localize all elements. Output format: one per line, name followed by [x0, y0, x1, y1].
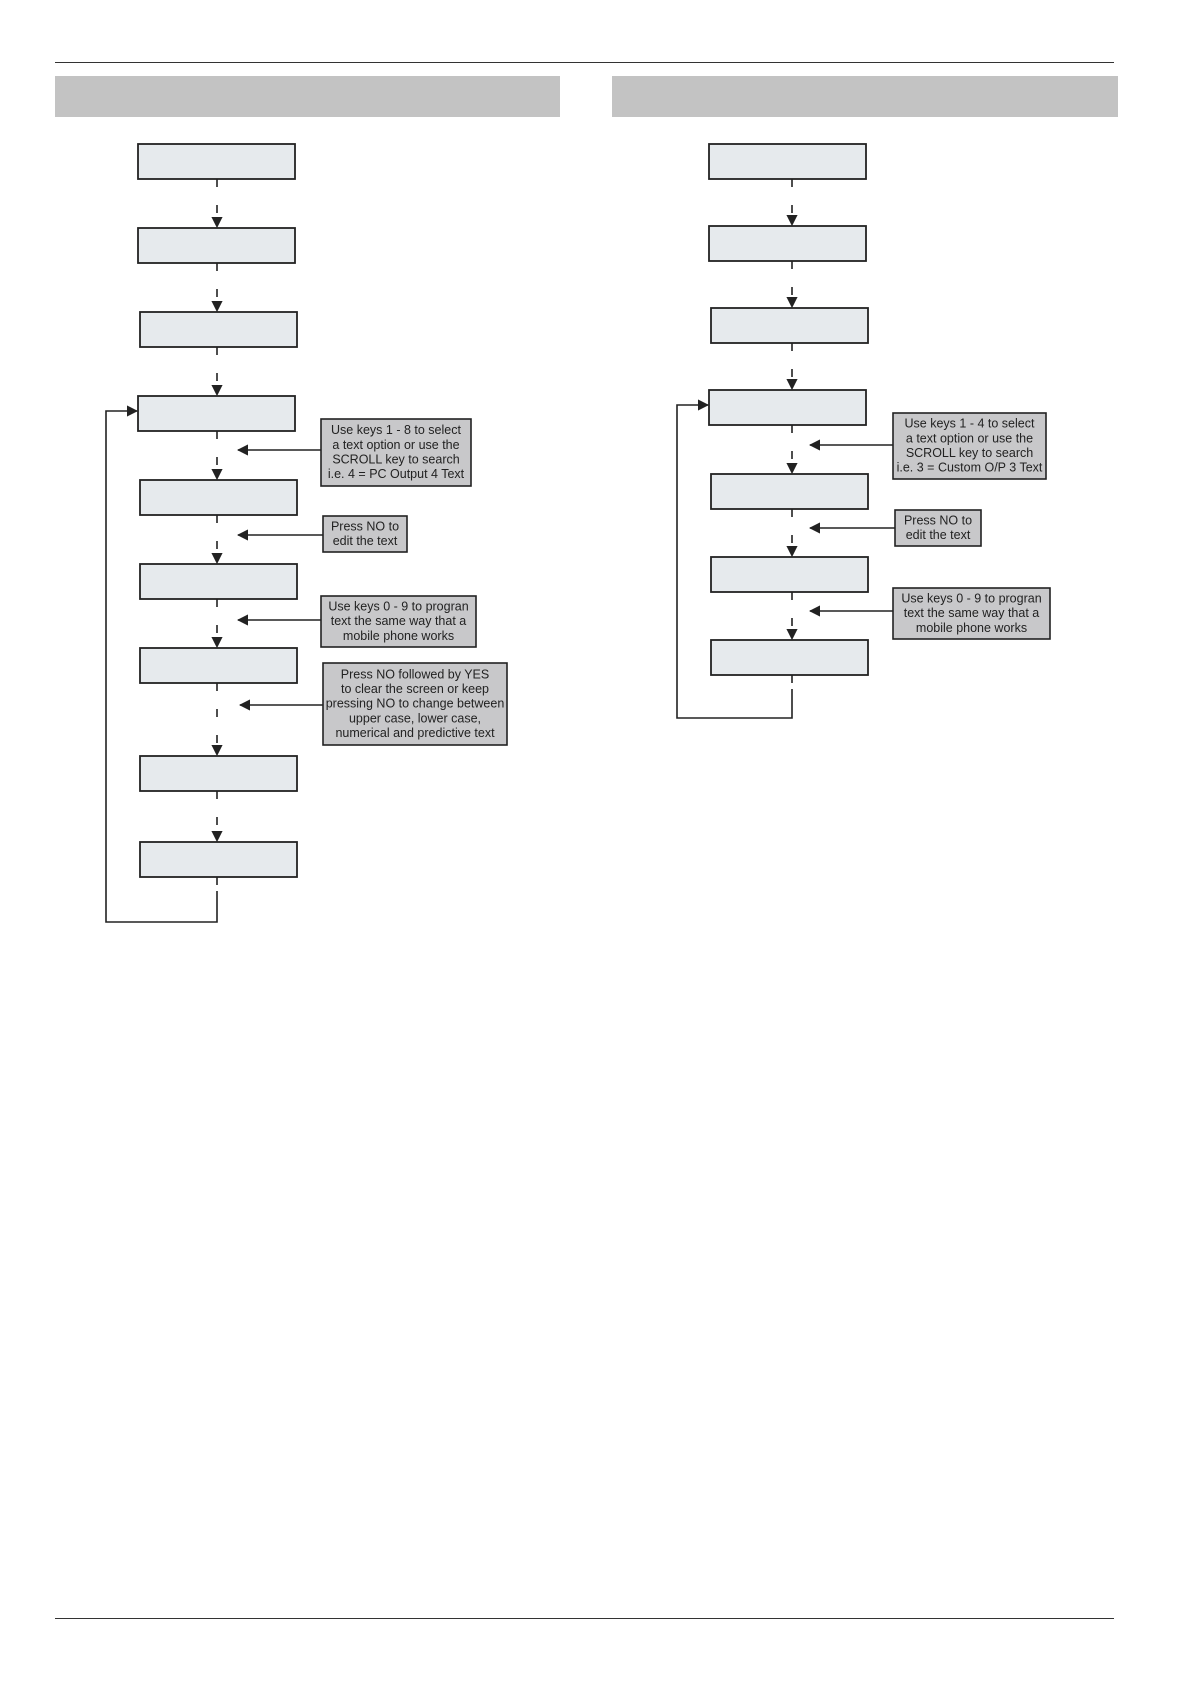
right-screen-box-4 — [708, 389, 867, 426]
left-note-program-line-2: text the same way that a — [331, 614, 467, 628]
right-screen-box-1 — [708, 143, 867, 180]
left-note-program — [320, 595, 477, 648]
left-screen-box-2 — [137, 227, 296, 264]
right-screen-box-7 — [710, 639, 869, 676]
top-rule — [55, 62, 1114, 63]
right-note-select — [892, 412, 1047, 480]
left-section-header — [55, 76, 560, 117]
left-note-clear-line-5: numerical and predictive text — [335, 726, 495, 740]
left-note-edit-line-2: edit the text — [333, 534, 398, 548]
right-note-edit-line-2: edit the text — [906, 528, 971, 542]
left-screen-box-8 — [139, 755, 298, 792]
right-section-header — [612, 76, 1118, 117]
left-note-select — [320, 418, 472, 487]
left-note-program-line-1: Use keys 0 - 9 to progran — [328, 599, 468, 613]
left-screen-box-9 — [139, 841, 298, 878]
right-note-select-line-3: SCROLL key to search — [906, 446, 1033, 460]
right-note-select-line-1: Use keys 1 - 4 to select — [905, 417, 1035, 431]
right-screen-box-3 — [710, 307, 869, 344]
right-screen-box-5 — [710, 473, 869, 510]
right-note-program — [892, 587, 1051, 640]
left-note-select-line-3: SCROLL key to search — [332, 453, 459, 467]
left-loop-back-line — [105, 405, 218, 923]
right-note-select-line-2: a text option or use the — [906, 431, 1033, 445]
bottom-rule — [55, 1618, 1114, 1619]
left-note-select-line-2: a text option or use the — [332, 438, 459, 452]
left-note-clear-line-2: to clear the screen or keep — [341, 682, 489, 696]
left-note-select-line-1: Use keys 1 - 8 to select — [331, 423, 461, 437]
right-note-program-line-1: Use keys 0 - 9 to progran — [901, 591, 1041, 605]
left-note-clear-line-1: Press NO followed by YES — [341, 667, 489, 681]
left-screen-box-5 — [139, 479, 298, 516]
right-screen-box-6 — [710, 556, 869, 593]
left-note-edit — [322, 515, 408, 553]
left-screen-box-7 — [139, 647, 298, 684]
right-note-select-line-4: i.e. 3 = Custom O/P 3 Text — [897, 461, 1043, 475]
left-note-program-line-3: mobile phone works — [343, 629, 454, 643]
left-note-clear-line-4: upper case, lower case, — [349, 711, 481, 725]
right-loop-back-line — [676, 399, 793, 719]
right-note-program-line-2: text the same way that a — [904, 606, 1040, 620]
right-note-program-line-3: mobile phone works — [916, 621, 1027, 635]
left-note-select-line-4: i.e. 4 = PC Output 4 Text — [328, 467, 465, 481]
left-screen-box-1 — [137, 143, 296, 180]
left-note-clear-line-3: pressing NO to change between — [326, 697, 505, 711]
right-screen-box-2 — [708, 225, 867, 262]
left-note-edit-line-1: Press NO to — [331, 519, 399, 533]
right-note-edit-line-1: Press NO to — [904, 513, 972, 527]
left-screen-box-6 — [139, 563, 298, 600]
left-screen-box-3 — [139, 311, 298, 348]
left-screen-box-4 — [137, 395, 296, 432]
left-note-clear — [322, 662, 508, 746]
